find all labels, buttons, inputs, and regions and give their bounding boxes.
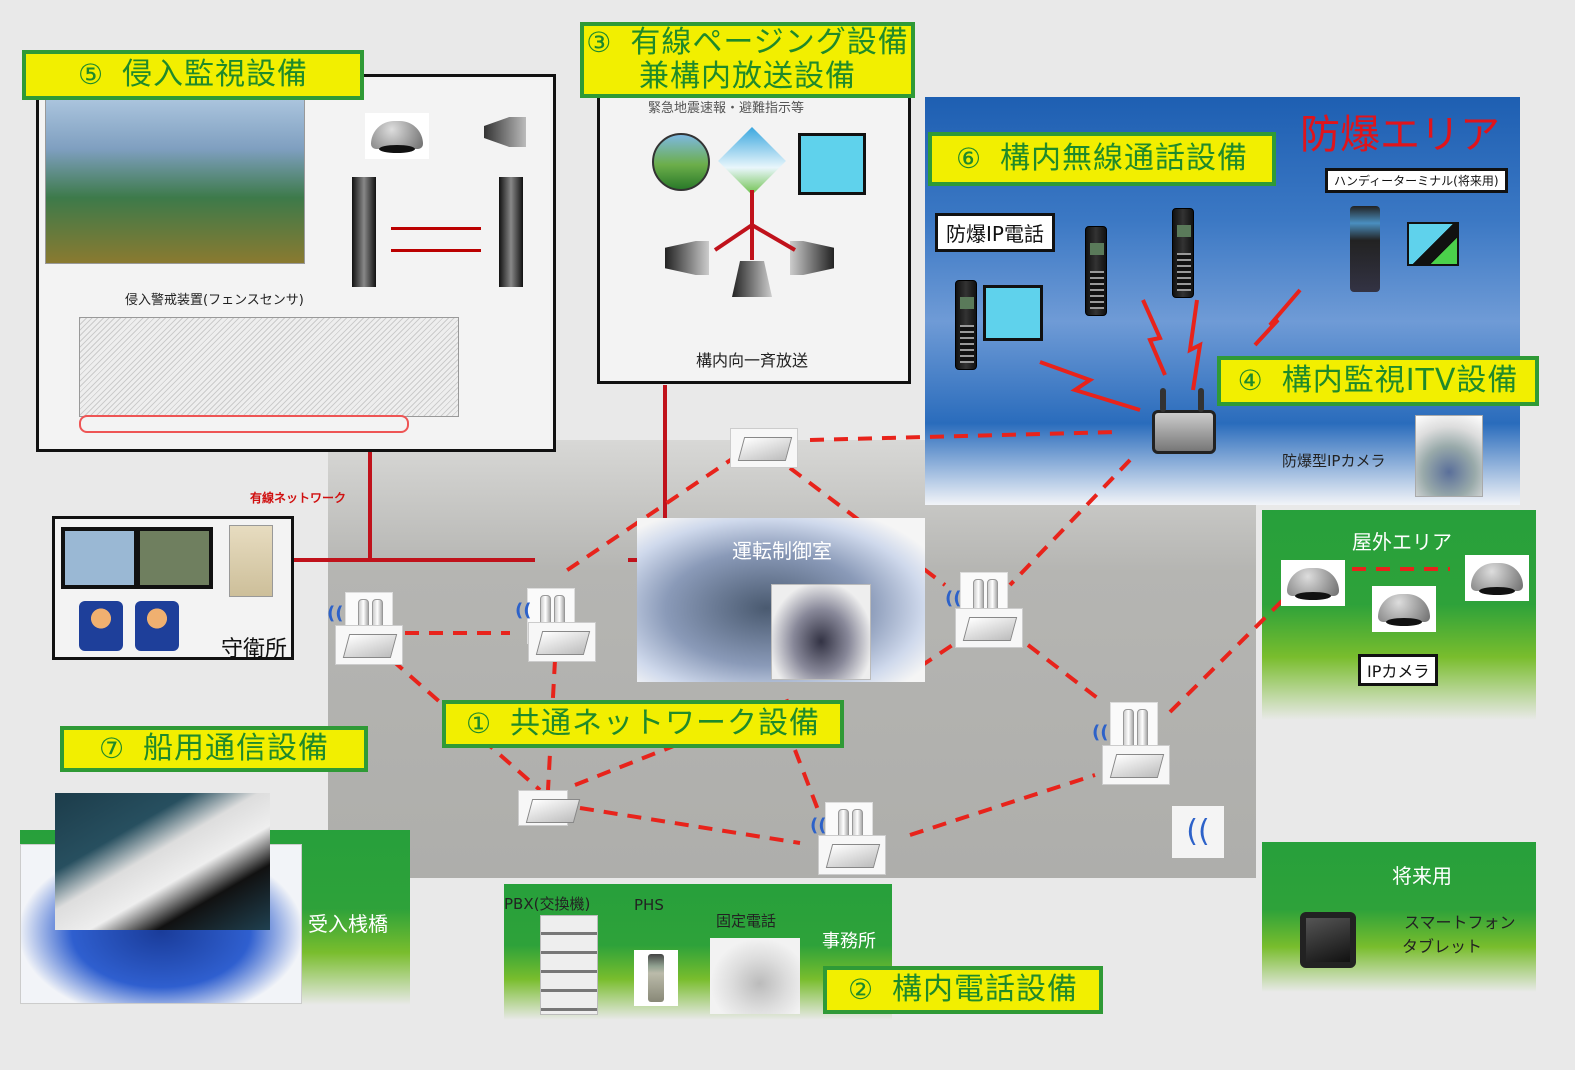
guard-house-label: 守衛所 (221, 637, 288, 662)
wired-network-label: 有線ネットワーク (250, 491, 347, 505)
broadcast-label: 構内向一斉放送 (696, 351, 809, 370)
wireless-signal-icon: (( (1092, 722, 1109, 743)
gateway-antenna-icon (1198, 388, 1204, 412)
wireless-link (793, 749, 822, 816)
wireless-link (809, 430, 1119, 442)
future-device-line1: スマートフォン (1404, 913, 1516, 932)
outdoor-ip-camera-icon (1465, 555, 1529, 601)
earthquake-icon (652, 133, 710, 191)
wireless-signal-icon: (( (1172, 806, 1224, 858)
label-common-network: ① 共通ネットワーク設備 (442, 700, 844, 748)
wireless-signal-icon: (( (515, 600, 532, 621)
paging-panel: 緊急地震速報・避難指示等 構内向一斉放送 (597, 90, 911, 384)
radio-link (1253, 288, 1302, 347)
access-point-icon (818, 835, 886, 875)
ip-phone-icon (1172, 208, 1194, 298)
pier-label: 受入桟橋 (308, 912, 388, 936)
label-internal-telephone: ② 構内電話設備 (823, 966, 1103, 1014)
wireless-gateway-icon (1152, 410, 1216, 454)
horn-speaker-icon (484, 117, 526, 147)
wireless-link (579, 806, 801, 845)
label-ship-communication: ⑦ 船用通信設備 (60, 726, 368, 772)
radio-link (1141, 299, 1167, 376)
office-label: 事務所 (822, 931, 876, 952)
paging-speaker-left-icon (665, 241, 709, 275)
phs-label: PHS (634, 896, 664, 914)
handy-terminal-icon (1350, 206, 1380, 292)
explosion-area-title: 防爆エリア (1300, 112, 1500, 158)
handy-terminal-tag: ハンディーターミナル(将来用) (1325, 168, 1508, 193)
access-point-icon (955, 608, 1023, 648)
wireless-link (558, 453, 740, 577)
radio-link (1187, 299, 1203, 391)
control-panel-icon (229, 525, 273, 597)
pbx-icon (540, 915, 598, 1015)
wireless-signal-icon: (( (810, 815, 827, 836)
fixed-phone-icon (710, 938, 800, 1014)
label-intrusion-monitoring: ⑤ 侵入監視設備 (22, 50, 364, 100)
guard-avatar-icon (79, 601, 123, 651)
wireless-link (909, 773, 1096, 837)
control-room-label: 運転制御室 (732, 539, 832, 563)
buried-cable (79, 415, 409, 433)
fence-sensor-diagram (79, 317, 459, 417)
control-room-interior-image (771, 584, 871, 680)
access-point-icon (518, 790, 568, 826)
ip-phone-tag: 防爆IP電話 (935, 213, 1055, 252)
evacuation-icon (983, 285, 1043, 341)
guard-house-panel: 守衛所 (52, 516, 294, 662)
fence-sensor-label: 侵入警戒装置(フェンスセンサ) (125, 293, 304, 308)
future-device-line2: タブレット (1402, 937, 1483, 956)
sensor-pole-right-icon (499, 177, 523, 287)
access-point-icon (730, 428, 798, 468)
phs-handset (648, 954, 664, 1002)
wireless-link (546, 659, 557, 791)
sensor-pole-left-icon (352, 177, 376, 287)
ip-phone-icon (955, 280, 977, 370)
access-point-icon (1102, 745, 1170, 785)
future-area-title: 将来用 (1392, 864, 1452, 888)
tanker-ship-image (55, 793, 270, 930)
outdoor-ip-camera-icon (1281, 560, 1345, 606)
guard-avatar-icon (135, 601, 179, 651)
gateway-antenna-icon (1160, 388, 1166, 412)
label-itv-monitoring: ④ 構内監視ITV設備 (1217, 356, 1539, 406)
alert-caption: 緊急地震速報・避難指示等 (648, 101, 805, 116)
wireless-link (1168, 596, 1287, 714)
ip-phone-icon (1085, 226, 1107, 316)
access-point-icon (528, 622, 596, 662)
wireless-link (1026, 643, 1102, 702)
ip-camera-tag: IPカメラ (1358, 654, 1439, 686)
worker-icon (1407, 222, 1459, 266)
outdoor-area-title: 屋外エリア (1352, 530, 1452, 554)
wireless-signal-icon: (( (327, 603, 344, 624)
tablet-icon (1300, 912, 1356, 968)
explosion-proof-camera-icon (1415, 415, 1483, 497)
dome-camera-icon (365, 113, 429, 159)
radio-link (1039, 360, 1141, 412)
label-wireless-calling: ⑥ 構内無線通話設備 (928, 132, 1276, 186)
wireless-link (1008, 458, 1132, 587)
outdoor-ip-camera-icon (1372, 586, 1436, 632)
access-point-icon (335, 625, 403, 665)
fence-photo (45, 99, 305, 264)
explosion-camera-label: 防爆型IPカメラ (1282, 452, 1386, 470)
monitor-screens (61, 527, 213, 589)
wireless-signal-icon: (( (945, 588, 962, 609)
fixed-phone-label: 固定電話 (716, 912, 777, 930)
paging-speaker-center-icon (732, 261, 772, 297)
evacuation-icon (798, 133, 866, 195)
beam-arrow-right-icon (391, 227, 481, 230)
intrusion-panel: 侵入警戒装置(フェンスセンサ) (36, 74, 556, 452)
beam-arrow-left-icon (391, 249, 481, 252)
paging-speaker-right-icon (790, 241, 834, 275)
pbx-label: PBX(交換機) (504, 895, 591, 913)
tsunami-icon (718, 127, 786, 195)
